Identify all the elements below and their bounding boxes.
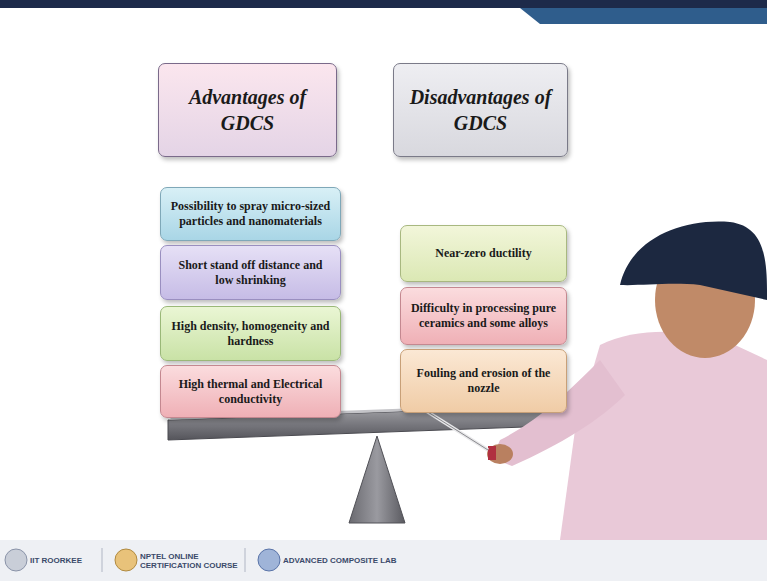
point-text: Short stand off distance and low shrinki… xyxy=(169,258,332,287)
text-group: Advantages of GDCS xyxy=(167,84,328,136)
heading-text: Disadvantages of GDCS xyxy=(402,84,559,136)
heading-text: Advantages of GDCS xyxy=(167,84,328,136)
presenter-shirt xyxy=(560,332,767,540)
text-group: Near-zero ductility xyxy=(435,246,531,261)
footer-label: ADVANCED COMPOSITE LAB xyxy=(283,556,423,565)
point-text: High thermal and Electrical conductivity xyxy=(169,377,332,406)
point-text: Near-zero ductility xyxy=(435,246,531,261)
text-group: Possibility to spray micro-sized particl… xyxy=(169,199,332,228)
fulcrum-triangle xyxy=(349,436,405,523)
point-box: Difficulty in processing pure ceramics a… xyxy=(400,287,567,345)
point-box: Fouling and erosion of the nozzle xyxy=(400,349,567,413)
footer-band xyxy=(0,540,767,581)
text-group: Disadvantages of GDCS xyxy=(402,84,559,136)
text-group: High thermal and Electrical conductivity xyxy=(169,377,332,406)
point-text: Difficulty in processing pure ceramics a… xyxy=(409,301,558,330)
nptel-logo xyxy=(115,549,137,571)
point-text: High density, homogeneity and hardness xyxy=(169,319,332,348)
point-box: Near-zero ductility xyxy=(400,225,567,282)
text-group: Difficulty in processing pure ceramics a… xyxy=(409,301,558,330)
text-group: Fouling and erosion of the nozzle xyxy=(409,366,558,395)
heading-box: Disadvantages of GDCS xyxy=(393,63,568,157)
iit-logo xyxy=(5,549,27,571)
lab-logo xyxy=(258,549,280,571)
presenter-hand xyxy=(487,444,513,464)
point-box: High thermal and Electrical conductivity xyxy=(160,365,341,418)
top-tab xyxy=(520,8,767,24)
footer-divider xyxy=(102,548,103,572)
footer-label: NPTEL ONLINE CERTIFICATION COURSE xyxy=(140,552,240,570)
presenter-wristband xyxy=(488,446,496,460)
text-group: Short stand off distance and low shrinki… xyxy=(169,258,332,287)
presenter-cap xyxy=(620,222,767,300)
text-group: High density, homogeneity and hardness xyxy=(169,319,332,348)
footer-divider xyxy=(245,548,246,572)
point-text: Possibility to spray micro-sized particl… xyxy=(169,199,332,228)
point-box: High density, homogeneity and hardness xyxy=(160,306,341,361)
top-band xyxy=(0,0,767,8)
heading-box: Advantages of GDCS xyxy=(158,63,337,157)
point-text: Fouling and erosion of the nozzle xyxy=(409,366,558,395)
point-box: Short stand off distance and low shrinki… xyxy=(160,245,341,300)
footer-label: IIT ROORKEE xyxy=(30,556,98,565)
point-box: Possibility to spray micro-sized particl… xyxy=(160,187,341,241)
